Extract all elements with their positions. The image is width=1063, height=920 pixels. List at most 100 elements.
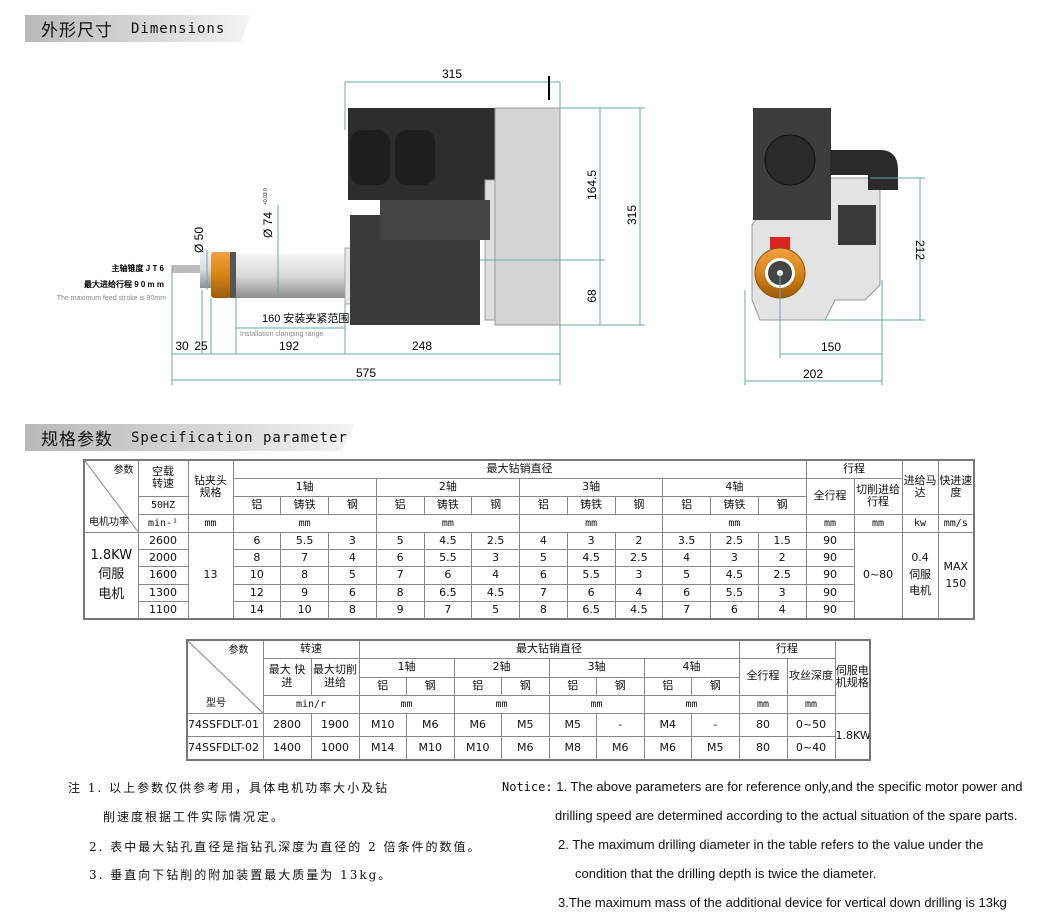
material-header: 铸铁 bbox=[280, 495, 329, 515]
axis-header: 4轴 bbox=[643, 657, 740, 678]
thread-cell: M6 bbox=[406, 712, 455, 737]
speed-header: 空载转速 bbox=[137, 459, 189, 497]
axis-header: 2轴 bbox=[375, 477, 521, 497]
diameter-cell: 3 bbox=[614, 566, 664, 585]
diameter-cell: 7 bbox=[375, 566, 425, 585]
header-en: Specification parameter bbox=[131, 429, 348, 446]
diameter-cell: 5.5 bbox=[710, 583, 759, 603]
dim-label-164: 164.5 bbox=[585, 170, 599, 200]
unit: mm bbox=[853, 513, 903, 533]
material-header: 钢 bbox=[757, 495, 807, 515]
dim-label-202: 202 bbox=[803, 367, 823, 381]
material-header: 钢 bbox=[596, 676, 645, 696]
diameter-cell: 1.5 bbox=[757, 531, 807, 550]
dim-label-315-top: 315 bbox=[442, 67, 462, 81]
chuck-cell: 13 bbox=[187, 531, 234, 620]
diameter-cell: 6 bbox=[423, 566, 473, 585]
dim-label-248: 248 bbox=[412, 339, 432, 353]
full-stroke-cell: 90 bbox=[805, 566, 855, 585]
material-header: 铝 bbox=[358, 676, 407, 696]
unit: mm bbox=[358, 694, 455, 714]
feed-text: 0.4 bbox=[911, 551, 929, 565]
diameter-cell: 5.5 bbox=[566, 566, 616, 585]
unit: mm bbox=[643, 694, 740, 714]
diameter-cell: 14 bbox=[232, 601, 282, 620]
diameter-cell: 5 bbox=[662, 566, 711, 585]
rapid-text: MAX bbox=[943, 559, 969, 573]
front-dim-lines bbox=[744, 177, 925, 385]
diameter-cell: 12 bbox=[232, 583, 282, 603]
diameter-cell: 7 bbox=[519, 583, 568, 603]
material-header: 钢 bbox=[406, 676, 455, 696]
diameter-cell: 4 bbox=[471, 566, 520, 585]
diameter-cell: 2 bbox=[614, 531, 664, 550]
full-stroke-cell: 90 bbox=[805, 583, 855, 603]
motor-cell: 1.8KW bbox=[834, 712, 871, 761]
diameter-cell: 4 bbox=[328, 548, 377, 568]
diameter-cell: 6 bbox=[328, 583, 377, 603]
dim-label-dia74: Ø 74 bbox=[261, 212, 275, 238]
unit: mm bbox=[662, 513, 807, 533]
cut-stroke-cell: 0~80 bbox=[853, 531, 903, 620]
header-en: Dimensions bbox=[131, 20, 226, 37]
diameter-cell: 8 bbox=[232, 548, 282, 568]
diameter-cell: 10 bbox=[232, 566, 282, 585]
max-diameter-header: 最大钻销直径 bbox=[232, 459, 807, 479]
thread-cell: - bbox=[596, 712, 645, 737]
diameter-cell: 2 bbox=[757, 548, 807, 568]
unit: mm bbox=[232, 513, 377, 533]
full-stroke-cell: 90 bbox=[805, 531, 855, 550]
dimension-drawing: 315 164.5 315 68 Ø 50 Ø 74 +0.03 0 160 安… bbox=[57, 67, 927, 385]
spec-table-models: 参数 型号 转速 最大钻销直径 行程 伺服电机规格 最大 快进 最大切削进给 1… bbox=[186, 639, 871, 761]
stroke-header: 行程 bbox=[805, 459, 903, 479]
dim-label-212: 212 bbox=[913, 240, 927, 260]
dim-label-575: 575 bbox=[356, 366, 376, 380]
cut-cell: 1900 bbox=[310, 712, 360, 737]
spindle-taper-label: 主轴锥度 J T 6 bbox=[112, 263, 165, 273]
corner-bottom: 电机功率 bbox=[89, 516, 129, 528]
thread-cell: M10 bbox=[453, 736, 502, 761]
unit: mm/s bbox=[937, 513, 975, 533]
diameter-cell: 2.5 bbox=[757, 566, 807, 585]
rapid-cell: 2800 bbox=[262, 712, 312, 737]
diameter-cell: 4 bbox=[662, 548, 711, 568]
diameter-cell: 3.5 bbox=[662, 531, 711, 550]
cut-stroke-header: 切削进给行程 bbox=[853, 477, 903, 515]
dim-label-150: 150 bbox=[821, 340, 841, 354]
diameter-cell: 6.5 bbox=[566, 601, 616, 620]
tap-depth-header: 攻丝深度 bbox=[786, 657, 836, 696]
rapid-speed-header: 快进速度 bbox=[937, 459, 975, 515]
dimensions-header: 外形尺寸 Dimensions bbox=[25, 15, 250, 42]
diameter-cell: 9 bbox=[375, 601, 425, 620]
max-diameter-header: 最大钻销直径 bbox=[358, 639, 740, 659]
diameter-cell: 3 bbox=[471, 548, 520, 568]
thread-cell: M6 bbox=[643, 736, 692, 761]
full-stroke-header: 全行程 bbox=[738, 657, 788, 696]
diameter-cell: 8 bbox=[375, 583, 425, 603]
speed-header: 转速 bbox=[262, 639, 360, 659]
material-header: 铝 bbox=[643, 676, 692, 696]
thread-cell: M10 bbox=[406, 736, 455, 761]
speed-cell: 1600 bbox=[137, 566, 189, 585]
chuck-unit: mm bbox=[187, 513, 234, 533]
dim-label-dia50: Ø 50 bbox=[192, 227, 206, 253]
feed-stroke-cn-label: 最大进给行程 9 0 m m bbox=[84, 279, 164, 289]
material-header: 钢 bbox=[471, 495, 520, 515]
thread-cell: M5 bbox=[548, 712, 597, 737]
material-header: 钢 bbox=[614, 495, 664, 515]
material-header: 钢 bbox=[691, 676, 740, 696]
unit: mm bbox=[453, 694, 550, 714]
dim-label-68: 68 bbox=[585, 289, 599, 303]
diameter-cell: 3 bbox=[328, 531, 377, 550]
full-stroke-cell: 80 bbox=[738, 736, 788, 761]
diameter-cell: 6 bbox=[519, 566, 568, 585]
side-view bbox=[172, 107, 561, 326]
chuck-header: 钻夹头规格 bbox=[187, 459, 234, 515]
header-cn: 规格参数 bbox=[41, 430, 113, 450]
dim-label-dia74-tolerance: +0.03 0 bbox=[263, 188, 269, 205]
